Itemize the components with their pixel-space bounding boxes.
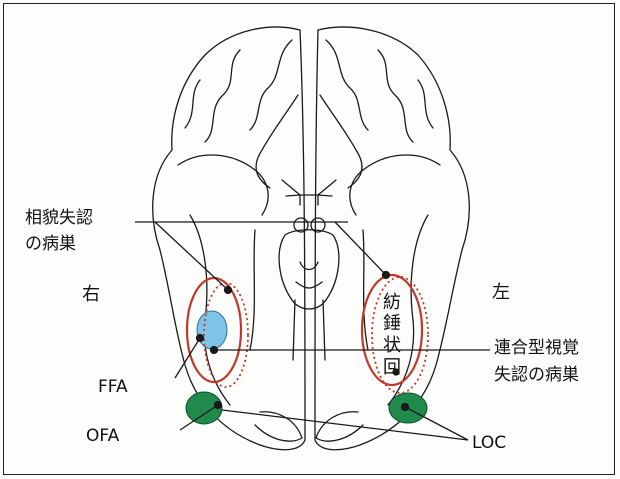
left-frontal-sulcus-2 — [205, 50, 240, 142]
pons-detail — [296, 262, 322, 288]
label-right: 右 — [82, 284, 100, 306]
label-fusiform-4: 回 — [381, 357, 403, 379]
leader-prosopagnosia-a — [155, 222, 228, 290]
label-fusiform-2: 錘 — [381, 313, 403, 335]
leader-dot-2 — [383, 272, 390, 279]
label-fusiform-3: 状 — [381, 335, 403, 357]
right-frontal-sulcus-1 — [326, 40, 368, 130]
right-temporal-pole — [350, 155, 440, 215]
optic-chiasm — [282, 180, 336, 205]
label-ffa: FFA — [98, 376, 128, 398]
leader-dot-ffa — [197, 335, 204, 342]
label-prosopagnosia-line2: の病巣 — [25, 233, 76, 255]
label-prosopagnosia-line1: 相貌失認 — [25, 207, 93, 229]
right-collateral-sulcus — [363, 230, 368, 350]
label-visual-agnosia-line2: 失認の病巣 — [494, 364, 579, 386]
left-orbital-sulcus — [256, 95, 298, 188]
leader-prosopagnosia-b — [335, 222, 386, 275]
left-hemisphere-outline — [153, 27, 305, 450]
label-loc: LOC — [472, 432, 506, 454]
label-left: 左 — [492, 282, 510, 304]
left-temporal-pole — [178, 155, 268, 215]
right-frontal-sulcus-3 — [418, 80, 433, 128]
left-frontal-sulcus-1 — [250, 40, 292, 130]
right-orbital-sulcus — [320, 95, 362, 188]
leader-dot-ofa — [215, 402, 222, 409]
leader-loc-a — [222, 410, 468, 440]
right-frontal-sulcus-2 — [378, 50, 413, 142]
left-frontal-sulcus-3 — [185, 80, 200, 128]
leader-dot-1 — [225, 287, 232, 294]
left-temporal-sulcus — [190, 215, 230, 405]
leader-dot-loc — [402, 404, 409, 411]
leader-dot-3 — [211, 347, 218, 354]
label-ofa: OFA — [86, 425, 119, 447]
right-hemisphere-outline — [315, 27, 469, 450]
left-occipital-lobe — [255, 412, 302, 441]
left-collateral-sulcus — [250, 230, 255, 350]
label-fusiform-1: 紡 — [381, 292, 403, 314]
leader-loc-b — [405, 407, 468, 440]
label-visual-agnosia-line1: 連合型視覚 — [494, 337, 579, 359]
ffa-region — [197, 311, 227, 349]
